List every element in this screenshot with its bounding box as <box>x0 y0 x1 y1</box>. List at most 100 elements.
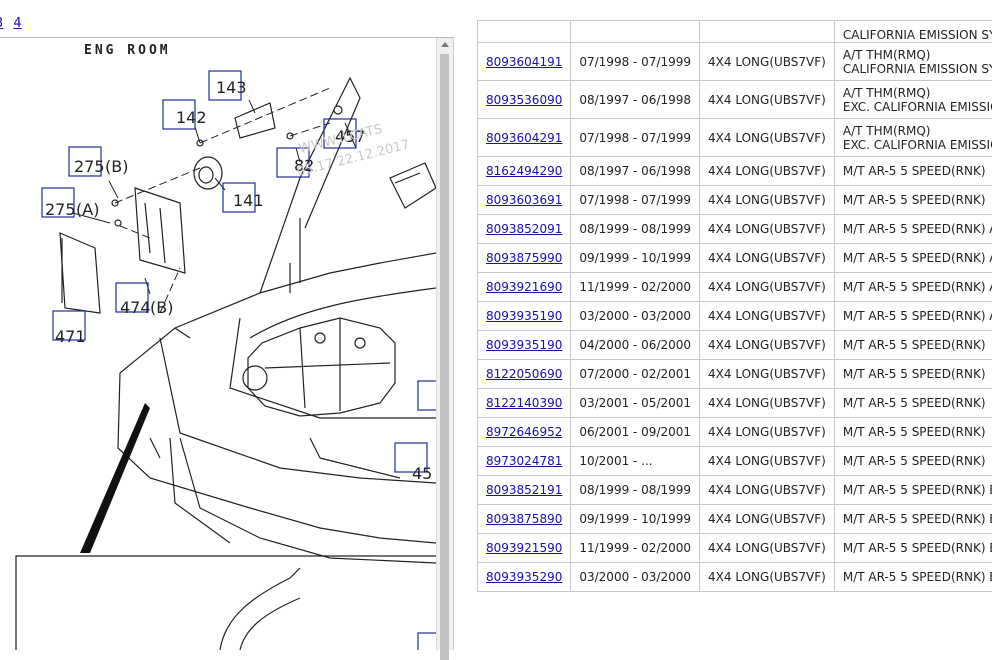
cell-part-number: 8093604291 <box>478 119 571 157</box>
description-line: M/T AR-5 5 SPEED(RNK) AU <box>843 251 992 265</box>
callout-275-a-suffix: (A) <box>76 200 99 219</box>
part-number-link[interactable]: 8093603691 <box>486 193 562 207</box>
description-line: A/T THM(RMQ) <box>843 124 992 138</box>
cell-description: M/T AR-5 5 SPEED(RNK) <box>834 418 992 447</box>
cell-part-number: 8093875990 <box>478 244 571 273</box>
diagram-title: ENG ROOM <box>84 43 171 58</box>
inset-drawing <box>16 556 436 650</box>
cell-model: 4X4 LONG(UBS7VF) <box>700 43 835 81</box>
part-number-link[interactable]: 8093921590 <box>486 541 562 555</box>
page-link-3[interactable]: 3 <box>0 16 3 31</box>
cell-description: M/T AR-5 5 SPEED(RNK) <box>834 186 992 215</box>
scrollbar-thumb[interactable] <box>440 54 449 660</box>
part-number-link[interactable]: 8093852191 <box>486 483 562 497</box>
cell-part-number: 8093604191 <box>478 43 571 81</box>
cell-date-range: 04/2000 - 06/2000 <box>571 331 700 360</box>
callout-labels: 143 142 457 275 (B) 82 141 275 (A) 474 (… <box>45 78 432 483</box>
cell-model: 4X4 LONG(UBS7VF) <box>700 215 835 244</box>
callout-471: 471 <box>55 327 86 346</box>
cell-description: M/T AR-5 5 SPEED(RNK) <box>834 447 992 476</box>
description-line: EXC. CALIFORNIA EMISSIO <box>843 100 992 114</box>
cell-description: M/T AR-5 5 SPEED(RNK) EX <box>834 563 992 592</box>
part-number-link[interactable]: 8093875990 <box>486 251 562 265</box>
cell-description: M/T AR-5 5 SPEED(RNK) AU <box>834 215 992 244</box>
cell-description: M/T AR-5 5 SPEED(RNK) AU <box>834 244 992 273</box>
cell-model: 4X4 LONG(UBS7VF) <box>700 186 835 215</box>
page-link-4[interactable]: 4 <box>13 16 21 31</box>
cell-model: 4X4 LONG(UBS7VF) <box>700 505 835 534</box>
callout-474-b: 474 <box>120 298 151 317</box>
part-number-link[interactable]: 8093935190 <box>486 338 562 352</box>
part-number-link[interactable]: 8122140390 <box>486 396 562 410</box>
cell-description: M/T AR-5 5 SPEED(RNK) EX <box>834 534 992 563</box>
cell-description: A/T THM(RMQ)EXC. CALIFORNIA EMISSIO <box>834 119 992 157</box>
cell-description: M/T AR-5 5 SPEED(RNK) EX <box>834 476 992 505</box>
description-line: CALIFORNIA EMISSION SYS <box>843 62 992 76</box>
cell-date-range: 11/1999 - 02/2000 <box>571 534 700 563</box>
callout-275-b-suffix: (B) <box>105 157 128 176</box>
description-line: M/T AR-5 5 SPEED(RNK) <box>843 396 992 410</box>
cell-description: A/T THM(RMQ)EXC. CALIFORNIA EMISSIO <box>834 81 992 119</box>
part-number-link[interactable]: 8093935190 <box>486 309 562 323</box>
cell-part-number: 8093875890 <box>478 505 571 534</box>
description-line: M/T AR-5 5 SPEED(RNK) <box>843 425 992 439</box>
cell-date-range: 09/1999 - 10/1999 <box>571 505 700 534</box>
cell-model: 4X4 LONG(UBS7VF) <box>700 418 835 447</box>
parts-diagram: ENG ROOM <box>0 38 436 650</box>
part-number-link[interactable]: 8093921690 <box>486 280 562 294</box>
description-line: M/T AR-5 5 SPEED(RNK) AU <box>843 222 992 236</box>
cell-date-range: 07/1998 - 07/1999 <box>571 186 700 215</box>
part-number-link[interactable]: 8093604191 <box>486 55 562 69</box>
cell-model: 4X4 LONG(UBS7VF) <box>700 447 835 476</box>
cell-date-range: 11/1999 - 02/2000 <box>571 273 700 302</box>
cell-date-range: 08/1999 - 08/1999 <box>571 476 700 505</box>
part-number-link[interactable]: 8122050690 <box>486 367 562 381</box>
cell-model: 4X4 LONG(UBS7VF) <box>700 389 835 418</box>
cell-description: M/T AR-5 5 SPEED(RNK) <box>834 360 992 389</box>
cell-part-number: 8972646952 <box>478 418 571 447</box>
cell-part-number <box>478 21 571 43</box>
part-number-link[interactable]: 8093604291 <box>486 131 562 145</box>
part-number-link[interactable]: 8093852091 <box>486 222 562 236</box>
cell-description: M/T AR-5 5 SPEED(RNK) AU <box>834 302 992 331</box>
cell-description: CALIFORNIA EMISSION SYS <box>834 21 992 43</box>
cell-model: 4X4 LONG(UBS7VF) <box>700 476 835 505</box>
cell-date-range: 03/2000 - 03/2000 <box>571 302 700 331</box>
pane-splitter[interactable] <box>453 38 454 650</box>
part-number-link[interactable]: 8973024781 <box>486 454 562 468</box>
callout-141: 141 <box>233 191 264 210</box>
description-line: M/T AR-5 5 SPEED(RNK) <box>843 454 992 468</box>
part-number-link[interactable]: 8093935290 <box>486 570 562 584</box>
diagram-scrollbar[interactable] <box>436 38 453 650</box>
part-number-link[interactable]: 8162494290 <box>486 164 562 178</box>
cell-part-number: 8093852191 <box>478 476 571 505</box>
cell-description: M/T AR-5 5 SPEED(RNK) <box>834 331 992 360</box>
part-number-link[interactable]: 8972646952 <box>486 425 562 439</box>
part-number-link[interactable]: 8093875890 <box>486 512 562 526</box>
cell-part-number: 8093921690 <box>478 273 571 302</box>
scroll-up-arrow-icon[interactable] <box>441 42 449 47</box>
description-line: A/T THM(RMQ) <box>843 86 992 100</box>
cell-part-number: 8093935190 <box>478 331 571 360</box>
description-line: M/T AR-5 5 SPEED(RNK) <box>843 367 992 381</box>
parts-diagram-pane[interactable]: ENG ROOM <box>0 38 436 650</box>
cell-part-number: 8093921590 <box>478 534 571 563</box>
cell-description: M/T AR-5 5 SPEED(RNK) EX <box>834 505 992 534</box>
cell-date-range: 08/1999 - 08/1999 <box>571 215 700 244</box>
cell-model: 4X4 LONG(UBS7VF) <box>700 360 835 389</box>
cell-description: M/T AR-5 5 SPEED(RNK) <box>834 389 992 418</box>
cell-description: A/T THM(RMQ)CALIFORNIA EMISSION SYS <box>834 43 992 81</box>
cell-date-range: 09/1999 - 10/1999 <box>571 244 700 273</box>
part-number-link[interactable]: 8093536090 <box>486 93 562 107</box>
cell-description: M/T AR-5 5 SPEED(RNK) AU <box>834 273 992 302</box>
callout-45: 45 <box>412 464 432 483</box>
